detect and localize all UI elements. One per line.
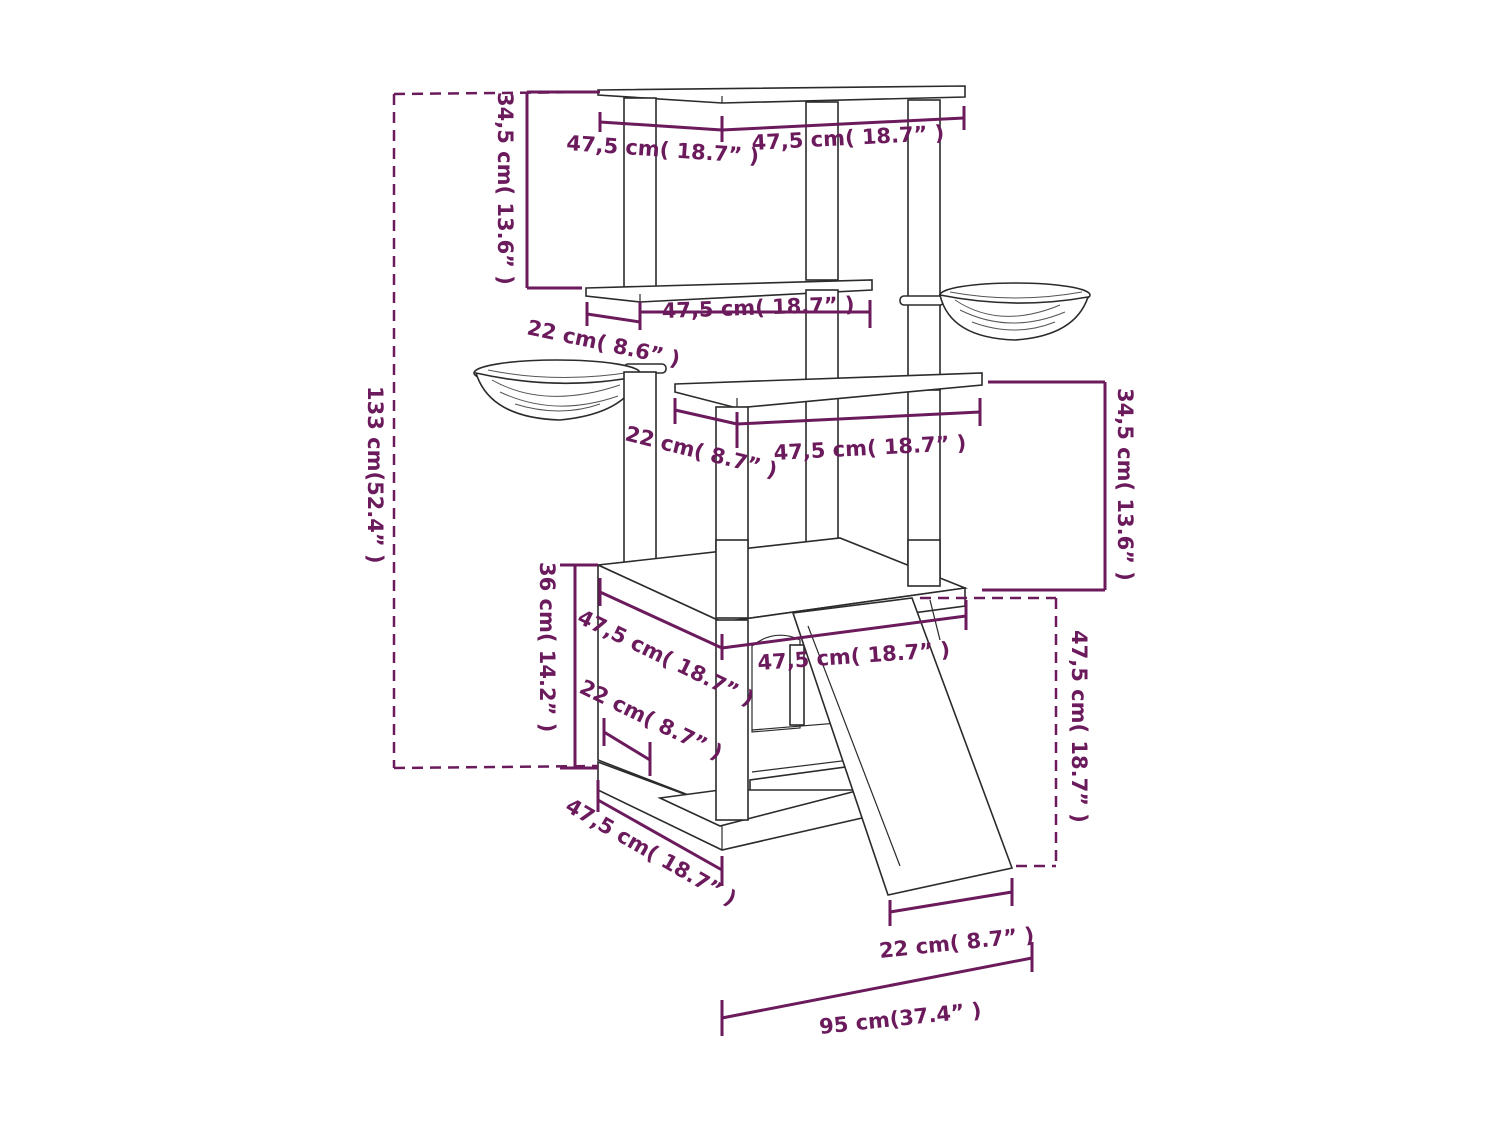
label-total-width: 95 cm(37.4” ) — [818, 998, 983, 1039]
label-ramp-height: 47,5 cm( 18.7” ) — [1067, 630, 1091, 823]
label-total-height: 133 cm(52.4” ) — [363, 386, 387, 564]
post-lower-left — [623, 371, 657, 568]
post-top-left — [623, 97, 657, 291]
shelf-2 — [674, 372, 983, 409]
shelf-1 — [585, 279, 873, 303]
label-top-depth: 47,5 cm( 18.7” ) — [566, 131, 760, 168]
right-hammock-bowl — [899, 282, 1091, 341]
post-top-middle — [805, 101, 839, 281]
label-box-height: 36 cm( 14.2” ) — [535, 562, 559, 732]
dimension-lines — [392, 90, 1107, 1036]
post-middle-long — [805, 289, 839, 546]
left-hammock-bowl — [473, 359, 667, 421]
top-platform — [597, 85, 966, 104]
ramp — [791, 597, 1014, 896]
label-shelf2-height: 34,5 cm( 13.6” ) — [1113, 388, 1137, 581]
label-ramp-width: 22 cm( 8.7” ) — [878, 923, 1035, 963]
cat-tree-drawing — [473, 85, 1091, 896]
label-top-height: 34,5 cm( 13.6” ) — [493, 92, 517, 285]
